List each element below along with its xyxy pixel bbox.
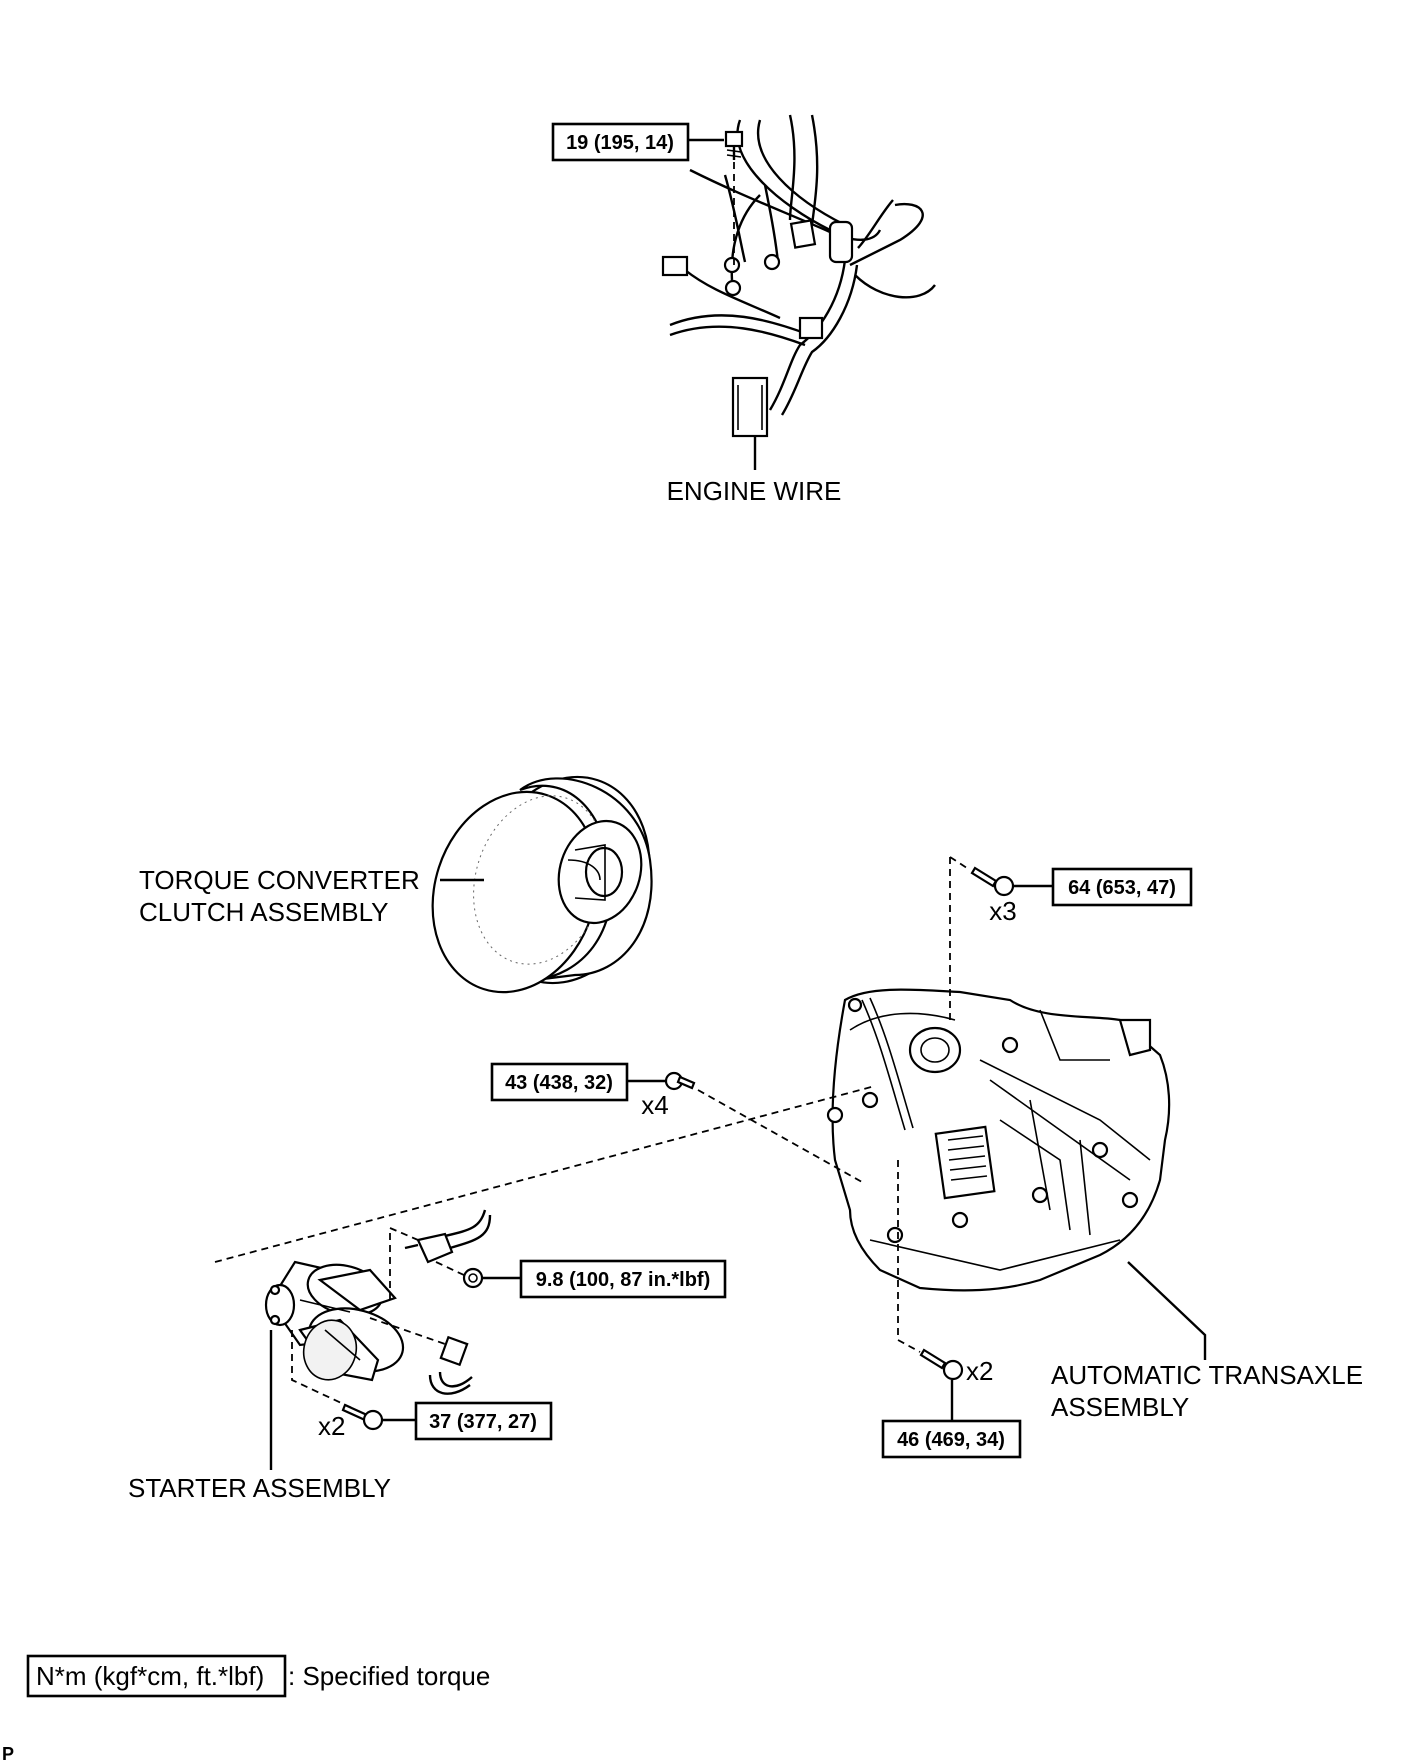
transaxle-label-line2: ASSEMBLY bbox=[1051, 1392, 1189, 1422]
torque-converter-icon bbox=[431, 775, 653, 994]
automatic-transaxle-icon bbox=[826, 988, 1171, 1292]
engine-wire-torque-text: 19 (195, 14) bbox=[566, 132, 674, 154]
engine-wire-harness bbox=[661, 114, 936, 438]
transaxle-label-line1: AUTOMATIC TRANSAXLE bbox=[1051, 1360, 1363, 1390]
transaxle-upper-torque-text: 64 (653, 47) bbox=[1068, 877, 1176, 899]
starter-lower-torque-box bbox=[414, 1401, 553, 1441]
torque-converter-label-line2: CLUTCH ASSEMBLY bbox=[139, 897, 388, 927]
legend-units: N*m (kgf*cm, ft.*lbf) bbox=[36, 1661, 264, 1691]
starter-terminal-connector-icon bbox=[404, 1209, 492, 1289]
starter-assembly-icon bbox=[264, 1260, 405, 1382]
starter-side-bolt-guide-line bbox=[697, 1089, 863, 1183]
starter-nut-torque-text: 9.8 (100, 87 in.*lbf) bbox=[536, 1269, 711, 1291]
legend-torque-box bbox=[26, 1654, 287, 1698]
engine-wire-torque-box bbox=[551, 122, 690, 162]
transaxle-upper-torque-box bbox=[1051, 867, 1193, 907]
starter-nut-torque-box bbox=[519, 1259, 727, 1299]
transaxle-lower-bolt-icon bbox=[919, 1348, 964, 1381]
transaxle-upper-bolt-icon bbox=[970, 866, 1015, 897]
torque-converter-label-line1: TORQUE CONVERTER bbox=[139, 865, 420, 895]
starter-side-torque-text: 43 (438, 32) bbox=[505, 1072, 613, 1094]
starter-terminal-guide-line bbox=[389, 1226, 419, 1300]
engine-wire-bolt-icon bbox=[724, 130, 744, 160]
starter-side-bolt-icon bbox=[664, 1071, 696, 1091]
starter-side-bolt-quantity: x4 bbox=[641, 1090, 668, 1120]
starter-lower-bolt-icon bbox=[341, 1403, 384, 1431]
starter-lower-bolt-guide-line bbox=[291, 1330, 353, 1409]
legend-description: : Specified torque bbox=[288, 1661, 490, 1691]
transaxle-lower-torque-box bbox=[881, 1419, 1022, 1459]
starter-side-torque-box bbox=[490, 1062, 629, 1102]
transaxle-upper-bolt-quantity: x3 bbox=[989, 896, 1016, 926]
transaxle-lower-torque-text: 46 (469, 34) bbox=[897, 1429, 1005, 1451]
starter-lower-connector-icon bbox=[428, 1335, 473, 1395]
engine-wire-label: ENGINE WIRE bbox=[667, 476, 842, 506]
starter-mount-guide-line bbox=[214, 1085, 876, 1263]
starter-lower-torque-text: 37 (377, 27) bbox=[429, 1411, 537, 1433]
corner-code: P bbox=[2, 1744, 14, 1763]
starter-lower-bolt-quantity: x2 bbox=[318, 1411, 345, 1441]
starter-label: STARTER ASSEMBLY bbox=[128, 1473, 391, 1503]
transaxle-leader bbox=[1127, 1261, 1207, 1360]
transaxle-lower-bolt-guide-line bbox=[897, 1160, 921, 1353]
transaxle-lower-bolt-quantity: x2 bbox=[966, 1356, 993, 1386]
